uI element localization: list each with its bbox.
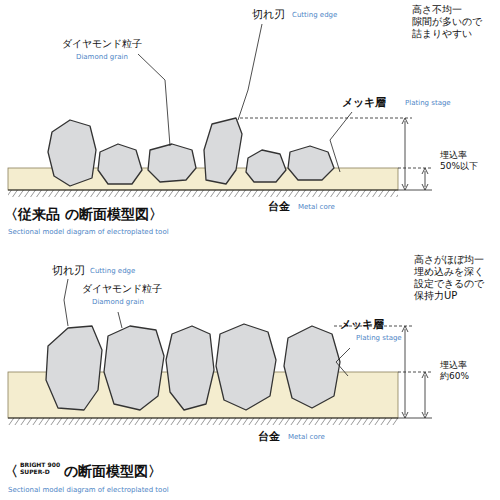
- extension-line: [398, 372, 432, 373]
- diamond-grain: [246, 150, 286, 182]
- callout-label-en: Diamond grain: [76, 53, 128, 61]
- diamond-grain: [166, 326, 214, 410]
- diamond-grain: [216, 324, 276, 410]
- diamond-grain: [98, 144, 142, 184]
- dimension-line: [405, 329, 406, 415]
- callout-label-en: Metal core: [298, 203, 335, 211]
- dimension-arrow: [402, 326, 408, 418]
- diamond-grain: [104, 326, 164, 410]
- dimension-lines: [240, 118, 432, 190]
- note-text: 高さがほぼ均一 埋め込みを深く 設定できるので 保持力UP: [414, 254, 496, 302]
- callout-label-en: Cutting edge: [292, 11, 337, 19]
- leader-line: [64, 279, 68, 326]
- diagram-caption: の断面模型図〉: [64, 463, 162, 480]
- callout-label-en: Plating stage: [405, 99, 451, 107]
- product-name: BRIGHT 900 SUPER-D: [20, 461, 64, 475]
- extension-line: [240, 118, 412, 119]
- caption-en: Sectional model diagram of electroplated…: [8, 486, 169, 494]
- leader-line: [238, 24, 262, 120]
- diamond-grain: [204, 118, 242, 184]
- dimension-lines: [334, 326, 432, 418]
- extension-line: [398, 418, 432, 419]
- metal-core-line: [8, 417, 398, 418]
- callout-label-en: Diamond grain: [92, 298, 144, 306]
- callout-label: ダイヤモンド粒子: [62, 38, 142, 50]
- metal-core-line: [8, 189, 398, 190]
- extension-line: [398, 168, 432, 169]
- dimension-line: [425, 375, 426, 415]
- callout-label: ダイヤモンド粒子: [82, 283, 162, 295]
- diamond-grain: [288, 146, 334, 180]
- leader-line: [330, 112, 352, 172]
- diamond-grains: [48, 118, 334, 186]
- callout-label: メッキ層: [340, 318, 384, 331]
- dimension-line: [405, 121, 406, 187]
- callout-label: 切れ刃: [52, 264, 85, 277]
- callout-label-en: Cutting edge: [90, 267, 135, 275]
- caption-en: Sectional model diagram of electroplated…: [8, 228, 169, 236]
- callout-label: 切れ刃: [252, 8, 285, 21]
- leader-lines: [64, 279, 350, 376]
- dimension-label: 埋込率 約60%: [440, 360, 488, 382]
- callout-label: メッキ層: [342, 96, 386, 109]
- diamond-grain: [148, 144, 196, 182]
- diamond-grain: [46, 326, 102, 410]
- leader-lines: [138, 24, 352, 172]
- callout-label-en: Metal core: [288, 433, 325, 441]
- callout-label: 台金: [258, 430, 280, 443]
- diagram-caption: 〈従来品 の断面模型図〉: [4, 206, 163, 223]
- dimension-label: 埋込率 50%以下: [440, 150, 488, 172]
- metal-core-hatch: [8, 418, 398, 425]
- note-text: 高さ不均一 隙間が多いので 詰まりやすい: [412, 4, 496, 40]
- dimension-arrow: [422, 168, 428, 190]
- dimension-arrow: [402, 118, 408, 190]
- leader-line: [118, 312, 122, 328]
- metal-core-hatch: [8, 190, 398, 197]
- leader-line: [138, 54, 170, 146]
- extension-line: [398, 190, 432, 191]
- callout-label: 台金: [268, 200, 290, 213]
- diamond-grain: [284, 326, 340, 408]
- diagram-caption: 〈: [4, 463, 18, 480]
- diamond-grains: [46, 324, 340, 410]
- dimension-line: [425, 171, 426, 187]
- callout-label-en: Plating stage: [356, 334, 402, 342]
- dimension-arrow: [422, 372, 428, 418]
- diamond-grain: [48, 120, 96, 186]
- leader-line: [336, 348, 350, 376]
